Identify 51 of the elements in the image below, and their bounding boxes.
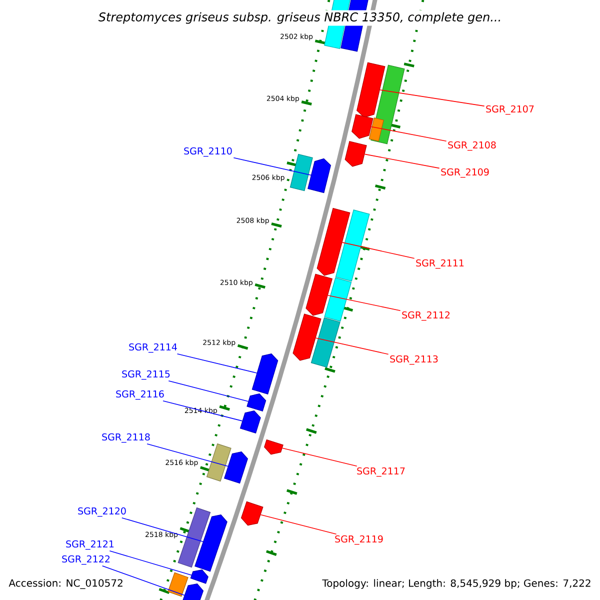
gene-feature: [292, 314, 322, 361]
gene-feature: [246, 393, 266, 412]
gene-feature: [306, 274, 333, 316]
gene-label: SGR_2115: [122, 370, 170, 380]
gene-label: SGR_2121: [66, 540, 114, 550]
gene-label: SGR_2119: [335, 535, 383, 545]
gene-label: SGR_2117: [357, 467, 405, 477]
leader-line: [176, 353, 258, 374]
gene-feature: [308, 158, 332, 194]
accession-text: Accession: NC_010572: [7, 578, 125, 590]
gene-label: SGR_2114: [129, 343, 177, 353]
feature-box: [178, 507, 211, 568]
gene-label: SGR_2118: [102, 433, 150, 443]
leader-line: [315, 338, 389, 355]
feature-box: [368, 118, 384, 142]
gene-label: SGR_2111: [416, 259, 464, 269]
feature-box: [290, 154, 313, 192]
gene-feature: [264, 439, 284, 455]
gene-label: SGR_2107: [486, 105, 534, 115]
gene-label: SGR_2110: [184, 147, 232, 157]
summary-text: Topology: linear; Length: 8,545,929 bp; Genes: 7,222: [320, 578, 593, 590]
gene-feature: [224, 451, 248, 484]
gene-label: SGR_2113: [390, 355, 438, 365]
leader-line: [162, 400, 243, 422]
leader-line: [102, 565, 185, 596]
gene-label: SGR_2112: [402, 311, 450, 321]
leader-line: [109, 550, 192, 576]
leader-line: [370, 126, 447, 142]
leader-line: [260, 514, 337, 535]
gene-label: SGR_2109: [441, 168, 489, 178]
gene-label: SGR_2116: [116, 390, 164, 400]
leader-line: [342, 242, 415, 259]
gene-feature: [352, 114, 374, 139]
leader-line: [233, 157, 312, 176]
leader-line: [380, 90, 485, 106]
feature-box: [335, 210, 370, 282]
gene-feature: [240, 501, 264, 526]
leader-line: [168, 380, 249, 402]
feature-box: [168, 572, 188, 597]
gene-label: SGR_2120: [78, 507, 126, 517]
leader-line: [282, 448, 358, 467]
gene-label: SGR_2122: [62, 555, 110, 565]
feature-box: [310, 317, 340, 368]
title: Streptomyces griseus subsp. griseus NBRC 13350, complete gen...: [96, 10, 504, 26]
leader-line: [146, 443, 228, 467]
gene-feature: [344, 141, 367, 167]
leader-line: [122, 517, 204, 542]
leader-line: [327, 294, 401, 312]
leader-line: [364, 154, 440, 169]
gene-label: SGR_2108: [448, 141, 496, 151]
gene-feature: [316, 208, 350, 276]
